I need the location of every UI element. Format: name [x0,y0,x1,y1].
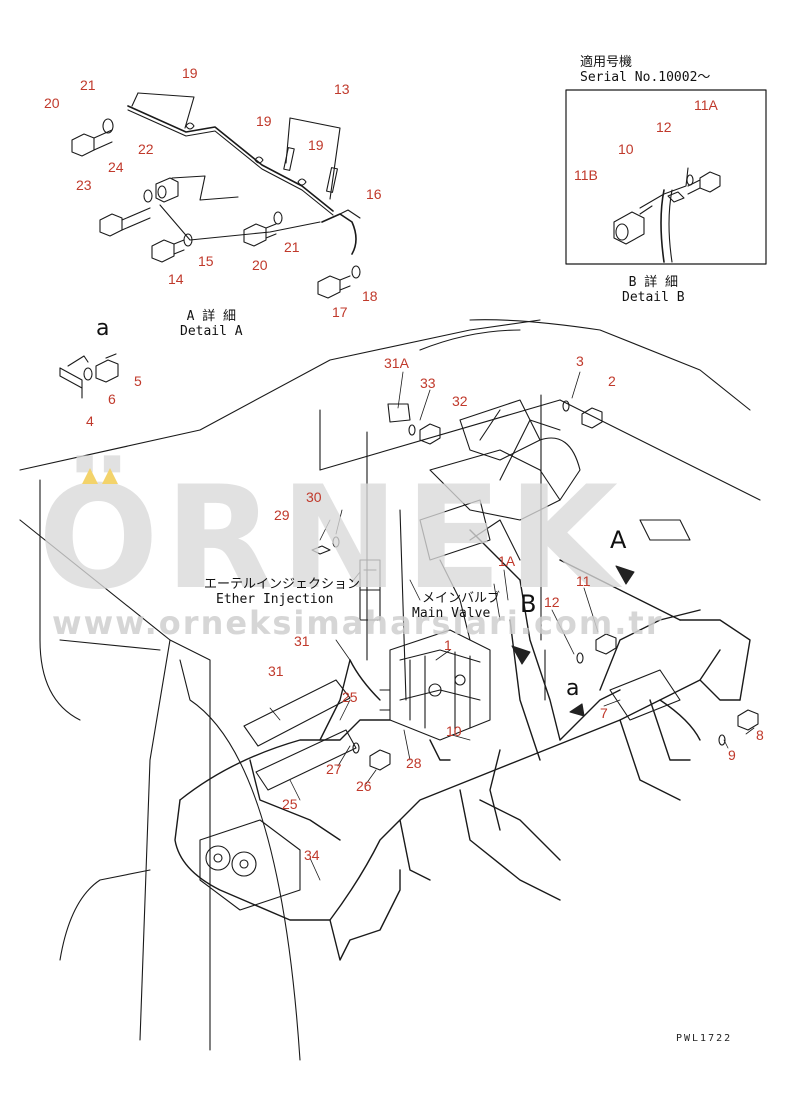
part-label-18: 18 [362,288,378,304]
washer-18 [351,265,361,279]
part-label-10-detail-b: 10 [618,141,634,157]
washer-24 [143,189,153,203]
bolt-17 [317,275,351,299]
part-label-31a: 31 [294,633,310,649]
detail-a-caption-en: Detail A [180,323,243,339]
ether-injection-en: Ether Injection [216,591,334,607]
leader-lines [269,371,755,881]
part-label-7: 7 [600,705,608,721]
bracket-plates [243,403,691,791]
bolt-14 [151,239,185,263]
part-label-19c: 19 [308,137,324,153]
part-label-31A: 31A [384,355,409,371]
part-label-2: 2 [608,373,616,389]
part-label-30: 30 [306,489,322,505]
part-label-20b: 20 [252,257,268,273]
view-letter-A: A [610,526,627,554]
serial-note-en: Serial No.10002～ [580,69,711,85]
part-label-19b: 19 [256,113,272,129]
part-label-8: 8 [756,727,764,743]
main-valve-note: メインバルブ Main Valve [412,591,501,622]
ether-injection-note: エーテルインジェクション Ether Injection [204,577,361,608]
watermark-brand: ÖRNEK [38,456,624,621]
detail-b-caption-en: Detail B [622,289,685,305]
detail-a-caption-jp: A 詳 細 [186,309,237,324]
fasteners-main [311,400,759,771]
part-label-17: 17 [332,304,348,320]
part-label-29: 29 [274,507,290,523]
part-label-20a: 20 [44,95,60,111]
part-label-26: 26 [356,778,372,794]
detail-a-caption: A 詳 細 Detail A [180,309,243,340]
view-letter-a-top: a [96,316,110,341]
part-label-21b: 21 [284,239,300,255]
wire-harness [174,529,751,961]
part-label-33: 33 [420,375,436,391]
part-label-21a: 21 [80,77,96,93]
part-label-11A: 11A [694,97,718,113]
part-label-25a: 25 [342,689,358,705]
drawing-code: PWL1722 [676,1033,733,1044]
part-label-1A: 1A [498,553,516,569]
bolt-20b [243,223,277,247]
part-label-27: 27 [326,761,342,777]
view-letter-a-mid: a [566,676,580,701]
part-label-23: 23 [76,177,92,193]
detail-b-caption-jp: B 詳 細 [628,275,679,290]
part-label-22: 22 [138,141,154,157]
part-label-24: 24 [108,159,124,175]
part-label-32: 32 [452,393,468,409]
watermark-url: www.orneksimaharslari.com.tr [52,604,664,642]
watermark-umlaut [80,466,120,486]
view-letter-B: B [520,590,537,618]
machine-body [19,319,761,1061]
part-label-34: 34 [304,847,320,863]
washer-15 [183,233,193,247]
bolt-23 [99,207,151,237]
part-label-28: 28 [406,755,422,771]
ether-injection-jp: エーテルインジェクション [204,577,361,592]
view-arrows [511,565,635,717]
part-label-12-detail-b: 12 [656,119,672,135]
part-label-25b: 25 [282,796,298,812]
part-label-1: 1 [444,637,452,653]
detail-a-drawing [71,92,361,299]
main-valve-jp: メインバルブ [422,591,501,606]
small-parts-group [59,353,119,399]
main-valve-en: Main Valve [412,605,491,621]
part-label-9: 9 [728,747,736,763]
part-label-15: 15 [198,253,214,269]
part-label-11: 11 [576,573,591,589]
serial-note: 適用号機 Serial No.10002～ [580,55,711,86]
serial-note-jp: 適用号機 [580,55,633,70]
detail-b-drawing [565,89,767,265]
part-label-12: 12 [544,594,560,610]
washer-21a [102,118,114,134]
washer-21b [273,211,283,225]
part-label-14: 14 [168,271,184,287]
part-label-31b: 31 [268,663,284,679]
part-label-10: 10 [446,723,462,739]
part-label-16: 16 [366,186,382,202]
part-label-13: 13 [334,81,350,97]
part-label-3: 3 [576,353,584,369]
main-valve [379,629,491,741]
spacer-22 [155,177,179,203]
part-label-19a: 19 [182,65,198,81]
part-label-4: 4 [86,413,94,429]
part-label-6: 6 [108,391,116,407]
detail-b-caption: B 詳 細 Detail B [622,275,685,306]
bolt-20a [71,129,113,157]
part-label-5: 5 [134,373,142,389]
engine-parts [419,399,581,641]
part-label-11B: 11B [574,167,598,183]
horns [199,819,301,911]
